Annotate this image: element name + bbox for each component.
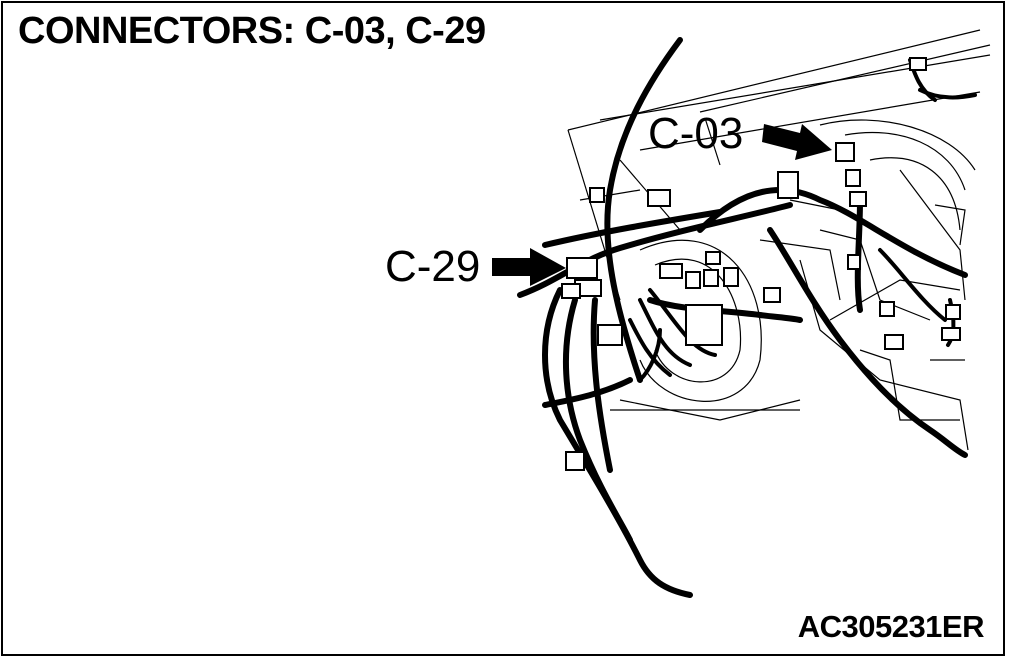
arrow-c-29-icon xyxy=(492,248,566,286)
connector-blocks xyxy=(561,57,961,471)
callout-label-c-29: C-29 xyxy=(385,242,480,291)
wire-harness xyxy=(517,37,977,598)
arrow-c-03-icon xyxy=(762,124,832,160)
callout-c-29: C-29 xyxy=(385,242,566,291)
figure-id: AC305231ER xyxy=(797,609,985,644)
callout-label-c-03: C-03 xyxy=(648,109,743,158)
diagram-title: CONNECTORS: C-03, C-29 xyxy=(18,10,486,52)
callout-c-03: C-03 xyxy=(648,109,832,160)
